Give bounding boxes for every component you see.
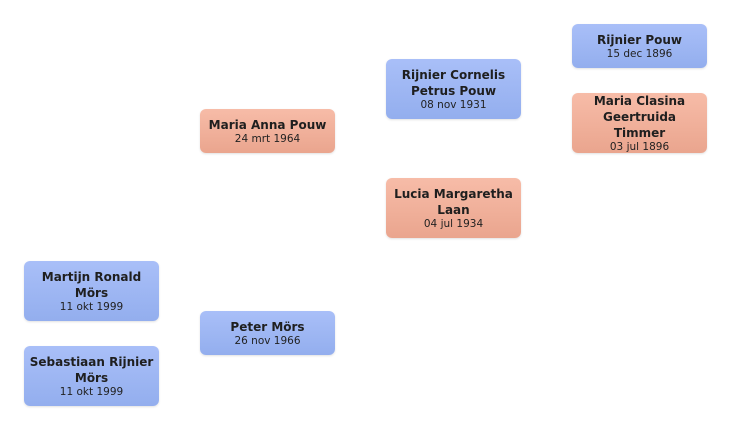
person-name: Martijn Ronald Mörs	[41, 269, 142, 300]
person-card-peter-mors[interactable]: Peter Mörs 26 nov 1966	[200, 311, 335, 355]
person-card-rijnier-pouw[interactable]: Rijnier Pouw 15 dec 1896	[572, 24, 707, 68]
person-card-maria-clasina-geertruida-timmer[interactable]: Maria Clasina Geertruida Timmer 03 jul 1…	[572, 93, 707, 153]
person-card-maria-anna-pouw[interactable]: Maria Anna Pouw 24 mrt 1964	[200, 109, 335, 153]
person-card-rijnier-cornelis-petrus-pouw[interactable]: Rijnier Cornelis Petrus Pouw 08 nov 1931	[386, 59, 521, 119]
person-name: Rijnier Pouw	[596, 32, 683, 47]
person-birth-date: 15 dec 1896	[606, 47, 673, 60]
person-name: Rijnier Cornelis Petrus Pouw	[401, 67, 506, 98]
person-name: Peter Mörs	[230, 319, 305, 334]
person-birth-date: 11 okt 1999	[59, 300, 124, 313]
person-name: Maria Anna Pouw	[208, 117, 327, 132]
person-card-sebastiaan-rijnier-mors[interactable]: Sebastiaan Rijnier Mörs 11 okt 1999	[24, 346, 159, 406]
person-birth-date: 24 mrt 1964	[234, 132, 301, 145]
person-birth-date: 08 nov 1931	[420, 98, 487, 111]
person-birth-date: 11 okt 1999	[59, 385, 124, 398]
person-birth-date: 04 jul 1934	[423, 217, 484, 230]
person-birth-date: 26 nov 1966	[234, 334, 301, 347]
person-name: Maria Clasina Geertruida Timmer	[593, 93, 686, 140]
person-birth-date: 03 jul 1896	[609, 140, 670, 153]
person-name: Lucia Margaretha Laan	[394, 186, 513, 217]
person-name: Sebastiaan Rijnier Mörs	[29, 354, 154, 385]
person-card-lucia-margaretha-laan[interactable]: Lucia Margaretha Laan 04 jul 1934	[386, 178, 521, 238]
person-card-martijn-ronald-mors[interactable]: Martijn Ronald Mörs 11 okt 1999	[24, 261, 159, 321]
